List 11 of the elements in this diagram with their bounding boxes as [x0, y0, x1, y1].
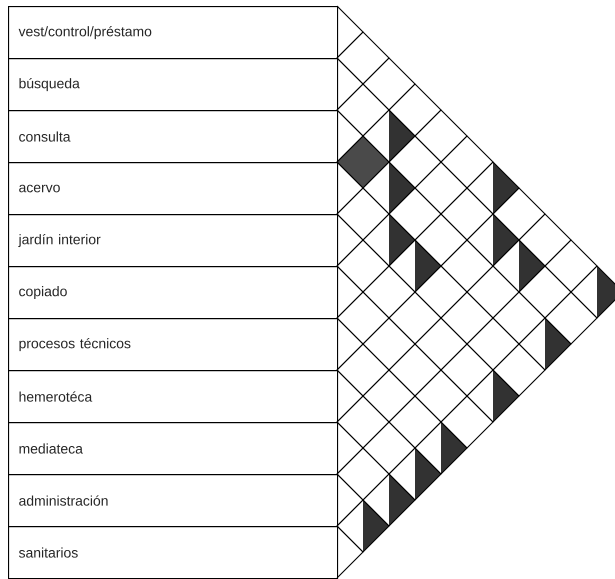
row-label-box: procesos técnicos: [8, 318, 338, 372]
row-label-box: búsqueda: [8, 58, 338, 112]
row-label-box: hemerotéca: [8, 370, 338, 424]
row-label-box: vest/control/préstamo: [8, 6, 338, 60]
row-label-box: copiado: [8, 266, 338, 320]
row-label-box: jardín interior: [8, 214, 338, 268]
row-label-box: acervo: [8, 162, 338, 216]
row-label-box: administración: [8, 474, 338, 528]
row-label-box: mediateca: [8, 422, 338, 476]
row-label-box: consulta: [8, 110, 338, 164]
row-label-box: sanitarios: [8, 526, 338, 579]
